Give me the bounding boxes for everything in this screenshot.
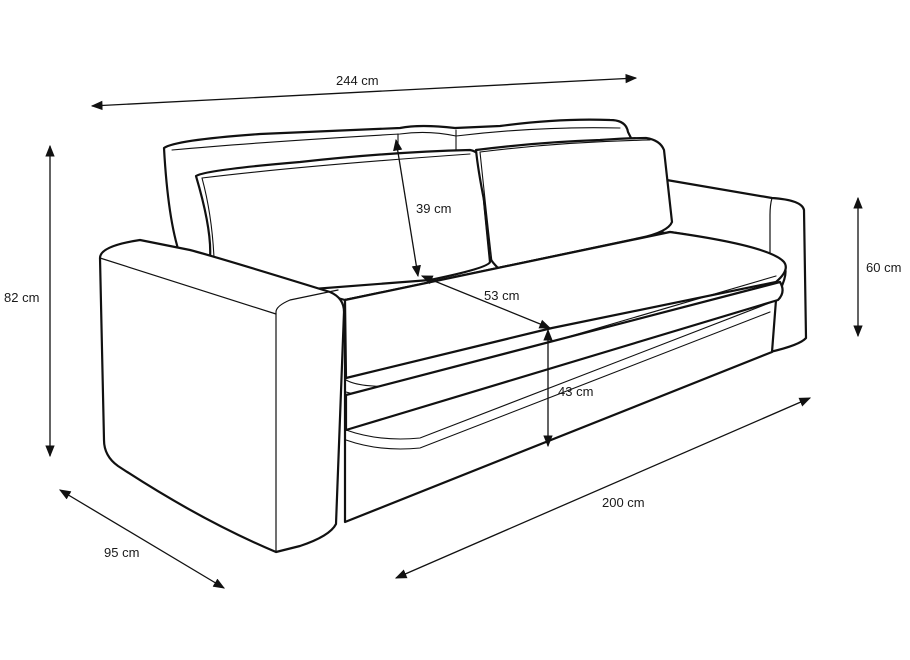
arrow-seat-depth (420, 275, 552, 329)
label-total-height: 82 cm (4, 290, 39, 305)
arrow-seat-width (394, 397, 812, 579)
label-overall-width: 244 cm (336, 73, 379, 88)
dimension-arrows (45, 73, 863, 589)
arrow-depth (58, 489, 226, 589)
arrow-overall-width (90, 73, 638, 111)
label-seat-height: 43 cm (558, 384, 593, 399)
back-cushion-right (474, 136, 674, 270)
label-back-height: 39 cm (416, 201, 451, 216)
arrow-back-height (393, 138, 421, 278)
label-seat-depth: 53 cm (484, 288, 519, 303)
label-depth: 95 cm (104, 545, 139, 560)
label-seat-width: 200 cm (602, 495, 645, 510)
seat-cushion (343, 230, 787, 380)
sofa-drawing (98, 118, 808, 554)
left-armrest (98, 238, 346, 554)
label-armrest-height: 60 cm (866, 260, 901, 275)
dimension-labels: 244 cm 39 cm 53 cm 43 cm 82 cm 60 cm 200… (4, 73, 901, 560)
